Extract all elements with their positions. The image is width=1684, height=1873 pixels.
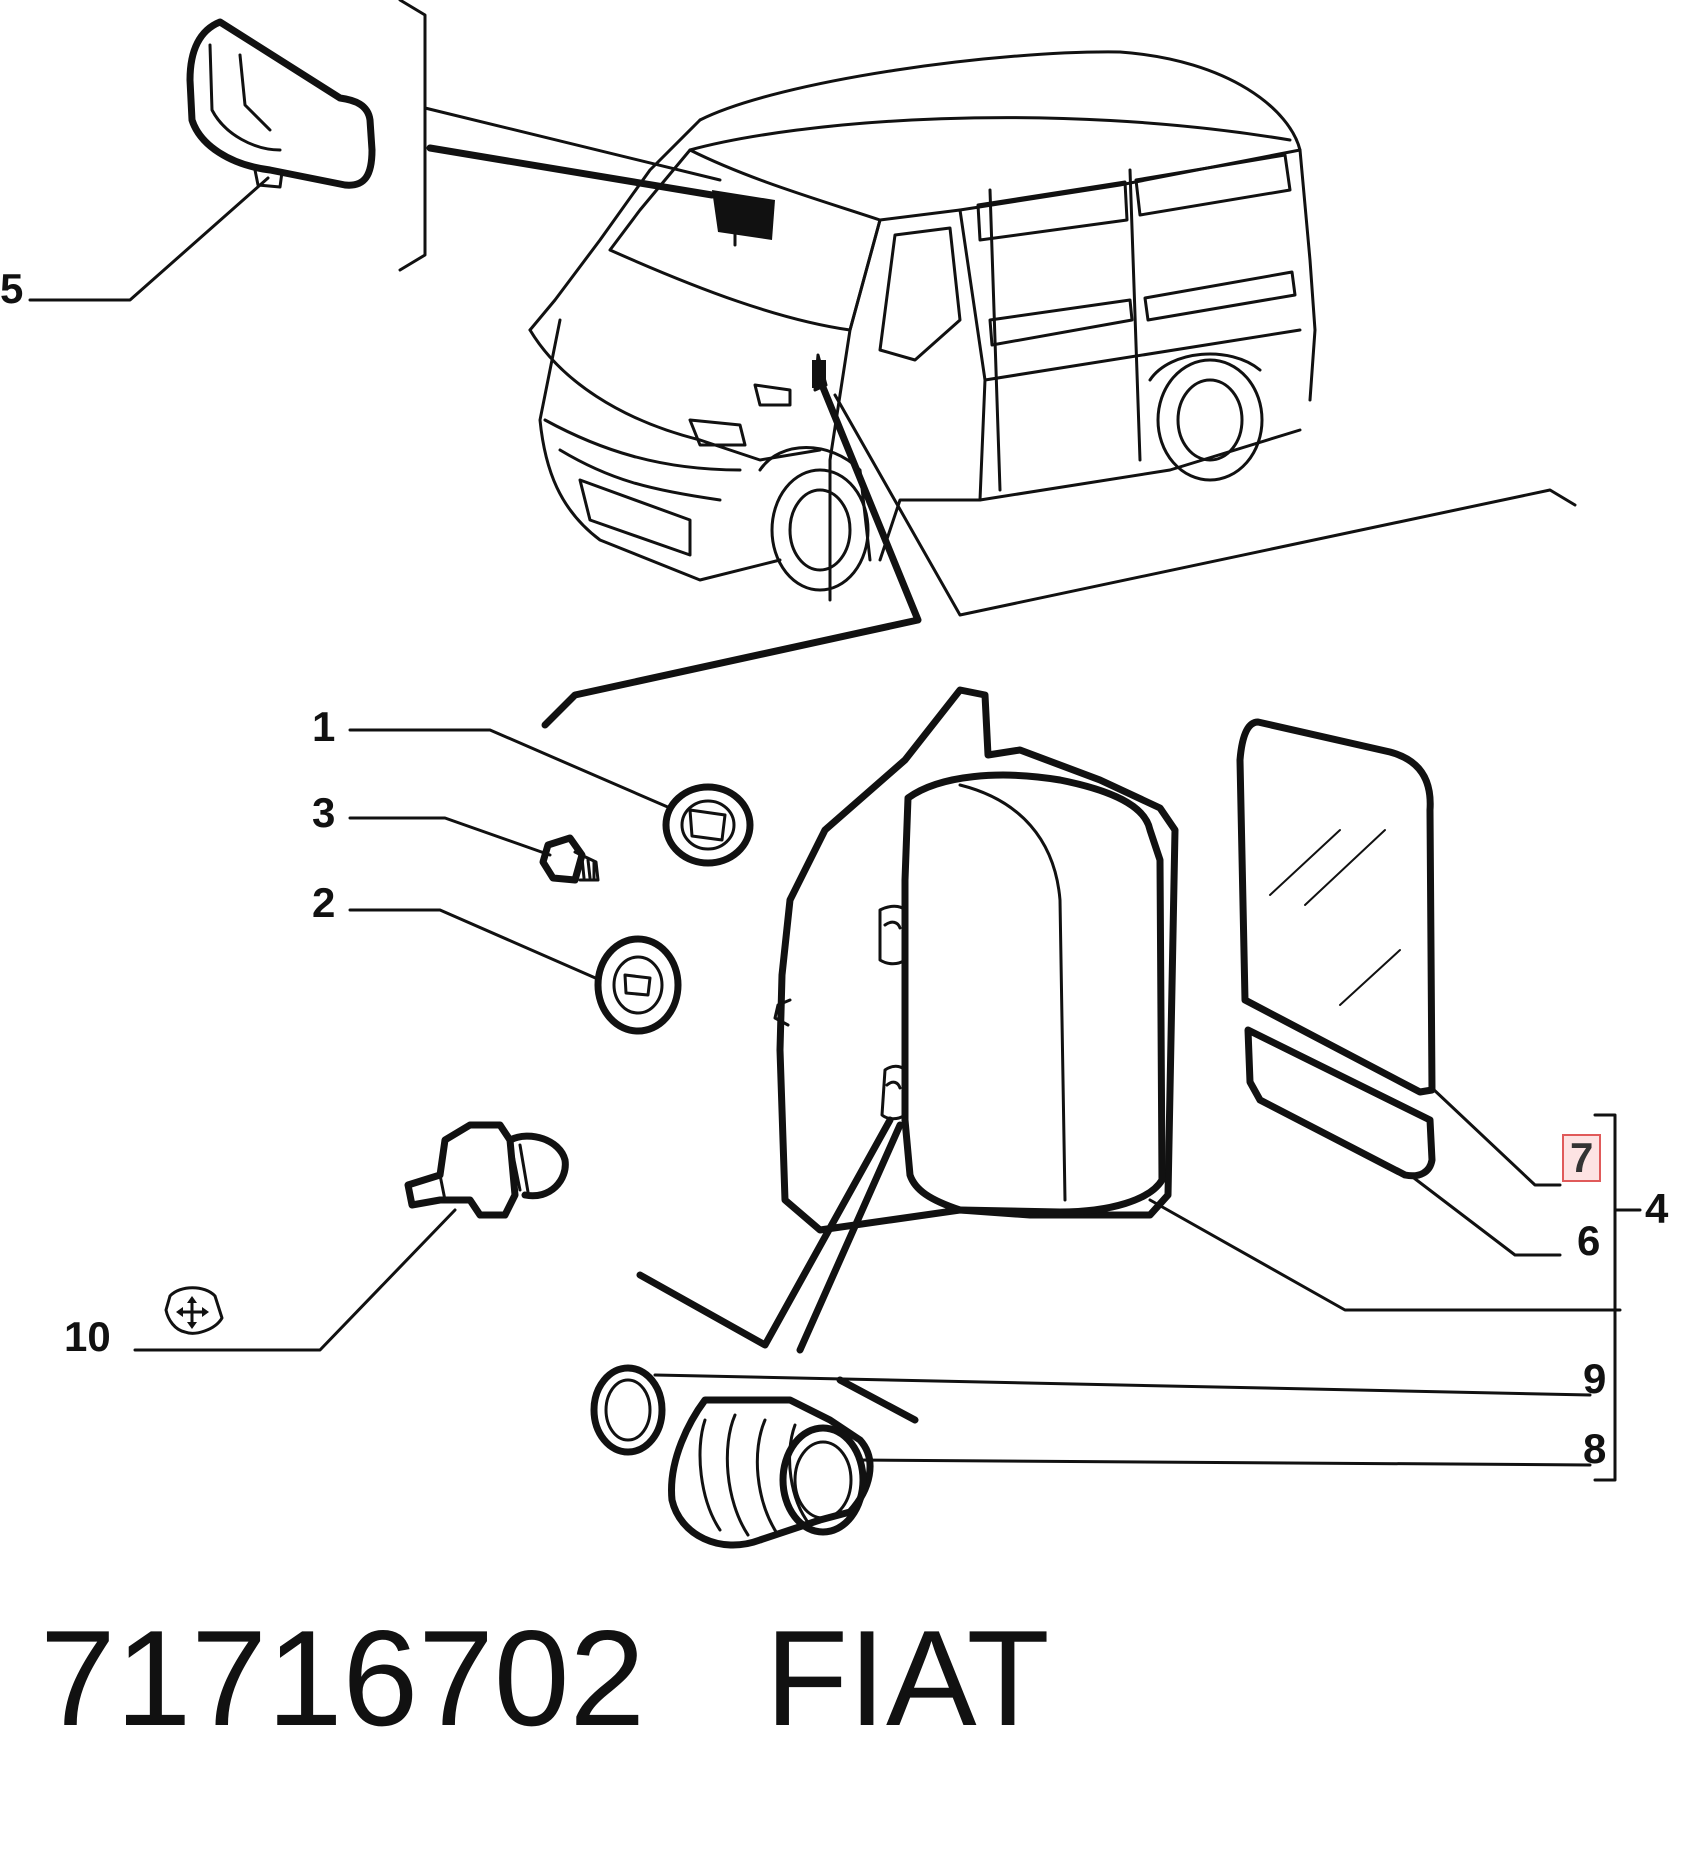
- callout-2: 2: [312, 879, 336, 926]
- callout-6: 6: [1577, 1217, 1601, 1264]
- van-illustration: [528, 50, 1317, 602]
- part-3-screw: [348, 816, 600, 884]
- part-10-mirror-switch: [133, 1121, 569, 1352]
- exploded-axis-lines: [636, 1116, 919, 1424]
- callout-5: 5: [0, 265, 24, 312]
- callout-3: 3: [312, 789, 336, 836]
- part-number: 71716702: [40, 1602, 646, 1754]
- part-6-wide-angle-glass: [1244, 1026, 1562, 1257]
- part-7-mirror-glass: [1236, 718, 1562, 1187]
- part-8-bellows: [668, 1396, 1592, 1549]
- assembly-bracket: [1593, 1113, 1642, 1482]
- interior-mirror: [28, 18, 376, 302]
- callout-8: 8: [1583, 1425, 1607, 1472]
- part-2-grommet: [348, 908, 682, 1035]
- van-leader-lines: [398, 0, 1577, 729]
- callout-4: 4: [1645, 1185, 1669, 1232]
- callout-10: 10: [64, 1313, 111, 1360]
- part-1-grommet: [348, 728, 754, 867]
- callout-1: 1: [312, 703, 336, 750]
- brand-name: FIAT: [765, 1602, 1050, 1754]
- part-9-seal-ring: [590, 1364, 1592, 1456]
- callout-7: 7: [1562, 1134, 1602, 1182]
- callout-9: 9: [1583, 1355, 1607, 1402]
- exterior-mirror-assembly: [773, 686, 1622, 1312]
